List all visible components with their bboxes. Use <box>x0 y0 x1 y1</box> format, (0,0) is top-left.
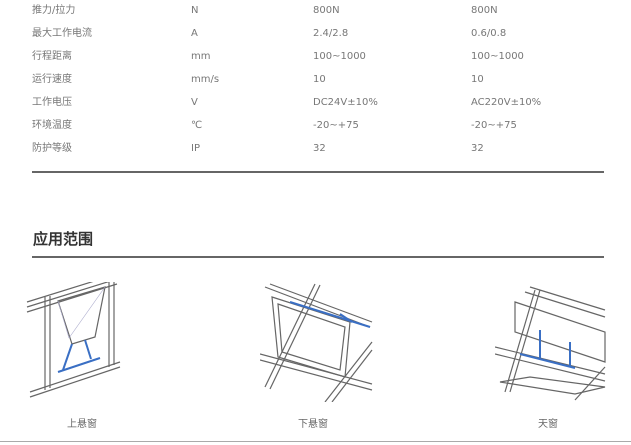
ac-value: 32 <box>471 143 484 154</box>
unit: mm/s <box>191 74 220 85</box>
param: 工作电压 <box>32 97 72 108</box>
dc-value: 2.4/2.8 <box>313 28 349 39</box>
param: 防护等级 <box>32 143 72 154</box>
param: 行程距离 <box>32 51 72 62</box>
ac-value: 800N <box>471 5 498 16</box>
divider <box>32 171 604 173</box>
dc-value: -20~+75 <box>313 120 359 131</box>
dc-value: 100~1000 <box>313 51 366 62</box>
unit: IP <box>191 143 200 154</box>
ac-value: -20~+75 <box>471 120 517 131</box>
ac-value: AC220V±10% <box>471 97 542 108</box>
param: 运行速度 <box>32 74 72 85</box>
dc-value: DC24V±10% <box>313 97 378 108</box>
unit: mm <box>191 51 211 62</box>
ac-value: 100~1000 <box>471 51 524 62</box>
param: 推力/拉力 <box>32 5 76 16</box>
param: 环境温度 <box>32 120 72 131</box>
bottom-hung-window-illustration <box>260 283 373 402</box>
skylight-illustration <box>495 286 606 401</box>
bottom-border <box>0 441 631 442</box>
application-label: 下悬窗 <box>298 419 328 430</box>
ac-value: 10 <box>471 74 484 85</box>
divider <box>32 256 604 258</box>
dc-value: 32 <box>313 143 326 154</box>
application-label: 上悬窗 <box>67 419 97 430</box>
unit: A <box>191 28 198 39</box>
section-title: 应用范围 <box>33 230 94 248</box>
unit: N <box>191 5 199 16</box>
unit: ℃ <box>191 120 203 131</box>
application-label: 天窗 <box>538 419 558 430</box>
param: 最大工作电流 <box>32 28 92 39</box>
dc-value: 800N <box>313 5 340 16</box>
top-hung-window-illustration <box>26 282 121 398</box>
dc-value: 10 <box>313 74 326 85</box>
ac-value: 0.6/0.8 <box>471 28 507 39</box>
unit: V <box>191 97 198 108</box>
